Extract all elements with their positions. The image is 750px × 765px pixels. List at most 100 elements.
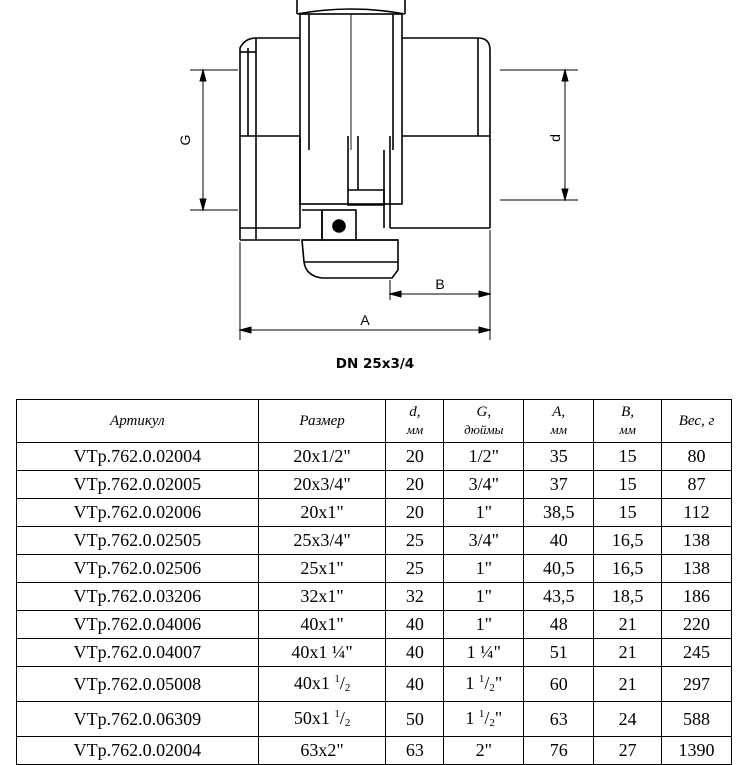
cell-article: VTp.762.0.02506 (16, 554, 259, 583)
cell-g: 1" (443, 554, 525, 583)
dim-a (238, 242, 492, 340)
cell-article: VTp.762.0.02005 (16, 470, 259, 499)
dim-g (190, 68, 238, 212)
cell-b: 16,5 (593, 554, 663, 583)
seat-detail (301, 136, 399, 279)
cell-b: 21 (593, 610, 663, 639)
cell-a: 35 (523, 442, 595, 471)
cell-weight: 87 (661, 470, 732, 499)
union-nut (296, 0, 406, 205)
cell-a: 60 (523, 666, 595, 702)
cell-b: 15 (593, 498, 663, 527)
cell-a: 38,5 (523, 498, 595, 527)
cell-b: 15 (593, 470, 663, 499)
cell-article: VTp.762.0.04006 (16, 610, 259, 639)
table-row: VTp.762.0.02004 20x1/2" 20 1/2" 35 15 80 (16, 442, 732, 471)
cell-weight: 297 (661, 666, 732, 702)
cell-a: 37 (523, 470, 595, 499)
spec-table: Артикул Размер d,мм G,дюймы A,мм B,мм Ве… (16, 399, 732, 765)
cell-b: 21 (593, 666, 663, 702)
cell-weight: 80 (661, 442, 732, 471)
cell-d: 32 (385, 582, 445, 611)
cell-article: VTp.762.0.06309 (16, 701, 259, 737)
cell-b: 16,5 (593, 526, 663, 555)
cell-size: 25x3/4" (257, 526, 387, 555)
dim-label-g: G (177, 135, 193, 146)
header-b: B,мм (593, 399, 663, 443)
cell-size: 25x1" (257, 554, 387, 583)
header-g: G,дюймы (443, 399, 525, 443)
cell-size: 20x1/2" (257, 442, 387, 471)
cell-d: 40 (385, 610, 445, 639)
table-row: VTp.762.0.02506 25x1" 25 1" 40,5 16,5 13… (16, 554, 732, 583)
cell-a: 43,5 (523, 582, 595, 611)
cell-size: 40x1 ¼" (257, 638, 387, 667)
table-row: VTp.762.0.05008 40x1 1/2 40 1 1/2" 60 21… (16, 666, 732, 702)
cell-article: VTp.762.0.02004 (16, 736, 259, 765)
cell-d: 40 (385, 666, 445, 702)
cell-article: VTp.762.0.02505 (16, 526, 259, 555)
cell-article: VTp.762.0.03206 (16, 582, 259, 611)
cell-g: 3/4" (443, 470, 525, 499)
cell-d: 25 (385, 554, 445, 583)
dim-label-d: d (547, 134, 563, 142)
cell-size: 32x1" (257, 582, 387, 611)
cell-b: 24 (593, 701, 663, 737)
header-a: A,мм (523, 399, 595, 443)
table-row: VTp.762.0.02004 63x2" 63 2" 76 27 1390 (16, 736, 732, 765)
left-body (239, 37, 301, 241)
cell-weight: 588 (661, 701, 732, 737)
cell-article: VTp.762.0.02006 (16, 498, 259, 527)
cell-d: 20 (385, 498, 445, 527)
model-caption: DN 25x3/4 (335, 356, 415, 372)
cell-weight: 138 (661, 526, 732, 555)
cell-d: 20 (385, 442, 445, 471)
cell-g: 3/4" (443, 526, 525, 555)
cell-a: 48 (523, 610, 595, 639)
cell-size: 40x1" (257, 610, 387, 639)
cell-b: 18,5 (593, 582, 663, 611)
cell-g: 1/2" (443, 442, 525, 471)
header-article: Артикул (16, 399, 259, 443)
table-row: VTp.762.0.06309 50x1 1/2 50 1 1/2" 63 24… (16, 701, 732, 737)
dim-d (500, 68, 578, 202)
cell-a: 40,5 (523, 554, 595, 583)
cell-d: 40 (385, 638, 445, 667)
cell-article: VTp.762.0.02004 (16, 442, 259, 471)
table-row: VTp.762.0.02005 20x3/4" 20 3/4" 37 15 87 (16, 470, 732, 499)
cell-a: 63 (523, 701, 595, 737)
cell-d: 25 (385, 526, 445, 555)
cell-g: 1" (443, 610, 525, 639)
dim-b (388, 230, 492, 340)
cell-a: 40 (523, 526, 595, 555)
cell-size: 63x2" (257, 736, 387, 765)
header-weight: Вес, г (661, 399, 732, 443)
cell-d: 20 (385, 470, 445, 499)
table-row: VTp.762.0.02006 20x1" 20 1" 38,5 15 112 (16, 498, 732, 527)
cell-article: VTp.762.0.04007 (16, 638, 259, 667)
cell-g: 1 ¼" (443, 638, 525, 667)
dim-label-a: A (360, 312, 370, 328)
cell-article: VTp.762.0.05008 (16, 666, 259, 702)
oring (332, 219, 346, 233)
cell-a: 51 (523, 638, 595, 667)
header-d: d,мм (385, 399, 445, 443)
cell-g: 2" (443, 736, 525, 765)
cell-size: 50x1 1/2 (257, 701, 387, 737)
cell-b: 15 (593, 442, 663, 471)
cell-d: 50 (385, 701, 445, 737)
table-row: VTp.762.0.03206 32x1" 32 1" 43,5 18,5 18… (16, 582, 732, 611)
cell-size: 40x1 1/2 (257, 666, 387, 702)
cell-g: 1" (443, 498, 525, 527)
cell-d: 63 (385, 736, 445, 765)
right-tailpiece (383, 37, 491, 229)
table-header-row: Артикул Размер d,мм G,дюймы A,мм B,мм Ве… (16, 399, 732, 443)
cell-g: 1 1/2" (443, 666, 525, 702)
cell-weight: 112 (661, 498, 732, 527)
cell-weight: 245 (661, 638, 732, 667)
cell-weight: 186 (661, 582, 732, 611)
cell-size: 20x1" (257, 498, 387, 527)
fitting-drawing: G d B A (177, 0, 578, 340)
cell-weight: 138 (661, 554, 732, 583)
cell-weight: 220 (661, 610, 732, 639)
